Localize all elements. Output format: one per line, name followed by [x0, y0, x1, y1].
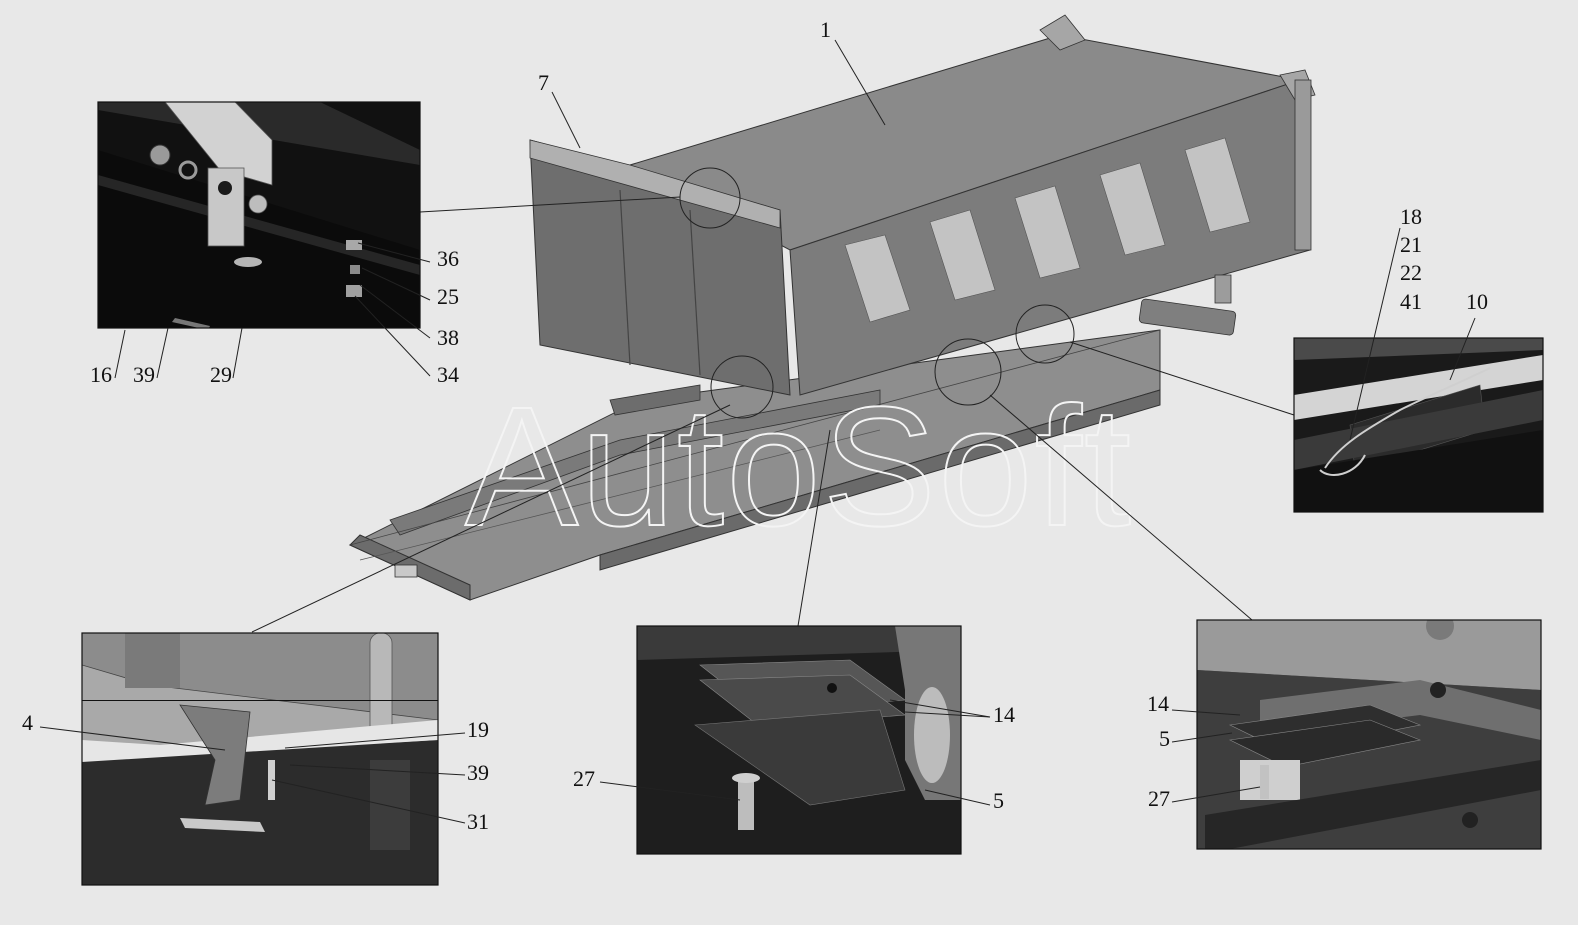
callout-c-39: 39: [467, 760, 489, 785]
callout-c-19: 19: [467, 717, 489, 742]
inset-sensor-wire: [1293, 337, 1544, 513]
main-assembly: [348, 14, 1316, 601]
detail-circle-pad: [934, 338, 1002, 406]
callout-c-31: 31: [467, 809, 489, 834]
callout-labels: 1 7 36 25 38 34 16 39 29 18 21 22 41 10 …: [22, 17, 1488, 834]
detail-leaders: [251, 196, 1295, 633]
inset-pad-bolt: [636, 625, 962, 855]
callout-tailgate: 7: [538, 70, 549, 95]
callout-b-21: 21: [1400, 232, 1422, 257]
callout-e-27: 27: [1148, 786, 1170, 811]
callout-a-29: 29: [210, 362, 232, 387]
callout-b-18: 18: [1400, 204, 1422, 229]
callout-a-38: 38: [437, 325, 459, 350]
callout-e-14: 14: [1147, 691, 1169, 716]
detail-circle-mount: [710, 355, 774, 419]
dump-body: [529, 14, 1316, 396]
callout-body: 1: [820, 17, 831, 42]
callout-d-27: 27: [573, 766, 595, 791]
callout-d-14: 14: [993, 702, 1015, 727]
callout-a-34: 34: [437, 362, 459, 387]
inset-tailgate-pin: [97, 101, 421, 329]
callout-d-5: 5: [993, 788, 1004, 813]
detail-circle-sensor: [1015, 304, 1075, 364]
callout-e-5: 5: [1159, 726, 1170, 751]
detail-circle-tailgate: [679, 167, 741, 229]
callout-leaders: [39, 39, 1476, 824]
chassis-frame: [348, 298, 1237, 601]
callout-b-41: 41: [1400, 289, 1422, 314]
callout-a-36: 36: [437, 246, 459, 271]
callout-a-25: 25: [437, 284, 459, 309]
callout-a-39: 39: [133, 362, 155, 387]
watermark-text: AutoSoft: [465, 372, 1133, 562]
callout-a-16: 16: [90, 362, 112, 387]
inset-frame-pad: [1196, 619, 1542, 850]
callout-c-4: 4: [22, 710, 33, 735]
inset-body-mount: [81, 632, 439, 886]
callout-b-10: 10: [1466, 289, 1488, 314]
callout-b-22: 22: [1400, 260, 1422, 285]
